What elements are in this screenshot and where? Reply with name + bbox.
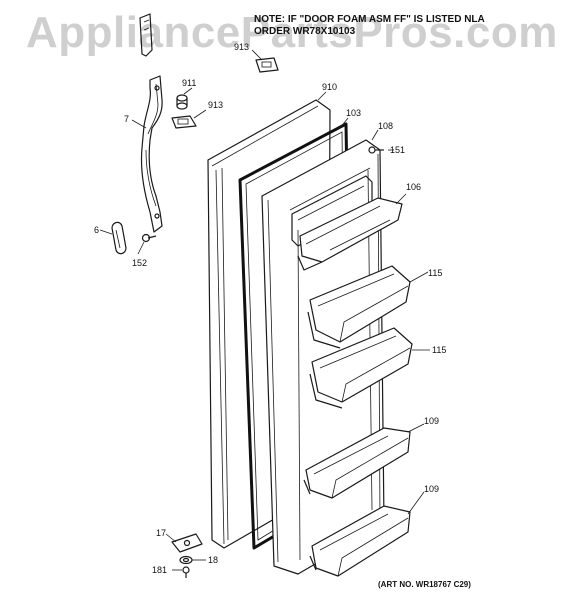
art-number: (ART NO. WR18767 C29) [378,580,471,589]
gallon-bin-109-upper[interactable] [303,427,411,499]
callout-152[interactable]: 152 [132,258,147,268]
callout-7[interactable]: 7 [124,114,129,124]
callout-108[interactable]: 108 [378,121,393,131]
door-bin-115-lower[interactable] [309,327,413,409]
bracket-913-lower[interactable] [171,115,197,129]
door-bin-115-upper[interactable] [307,265,411,349]
handle-cap-6[interactable] [111,221,127,255]
nla-note: NOTE: IF "DOOR FOAM ASM FF" IS LISTED NL… [254,14,485,38]
watermark-text: AppliancePartsPros.com [26,8,558,57]
callout-910[interactable]: 910 [322,82,337,92]
gallon-bin-109-lower[interactable] [309,505,411,577]
callout-109-upper[interactable]: 109 [424,416,439,426]
bushing-911[interactable] [176,94,188,110]
screw-152[interactable] [141,233,157,243]
bottom-hinge-17[interactable] [171,533,203,553]
bracket-913-upper[interactable] [255,57,279,73]
callout-115-upper[interactable]: 115 [428,268,442,278]
nla-note-line-1: NOTE: IF "DOOR FOAM ASM FF" IS LISTED NL… [254,14,485,25]
callout-911[interactable]: 911 [182,78,196,88]
callout-115-lower[interactable]: 115 [432,345,446,355]
dairy-door-106[interactable] [297,197,403,271]
door-handle-7[interactable] [140,75,163,233]
hinge-bushing-18[interactable] [179,555,193,565]
callout-913-upper[interactable]: 913 [234,42,249,52]
callout-913-lower[interactable]: 913 [208,100,223,110]
callout-17[interactable]: 17 [156,528,166,538]
callout-181[interactable]: 181 [152,565,167,575]
nla-note-line-2: ORDER WR78X10103 [254,26,356,37]
callout-6[interactable]: 6 [94,225,99,235]
callout-103[interactable]: 103 [346,108,361,118]
callout-labels: 913 911 913 910 103 108 151 106 7 6 152 … [94,42,446,575]
leader-lines [99,49,430,571]
callout-18[interactable]: 18 [208,555,218,565]
callout-109-lower[interactable]: 109 [424,484,439,494]
top-hinge[interactable] [139,13,153,57]
callout-106[interactable]: 106 [406,182,421,192]
screw-151[interactable] [368,146,384,154]
callout-151[interactable]: 151 [390,145,405,155]
screw-181[interactable] [182,566,190,578]
